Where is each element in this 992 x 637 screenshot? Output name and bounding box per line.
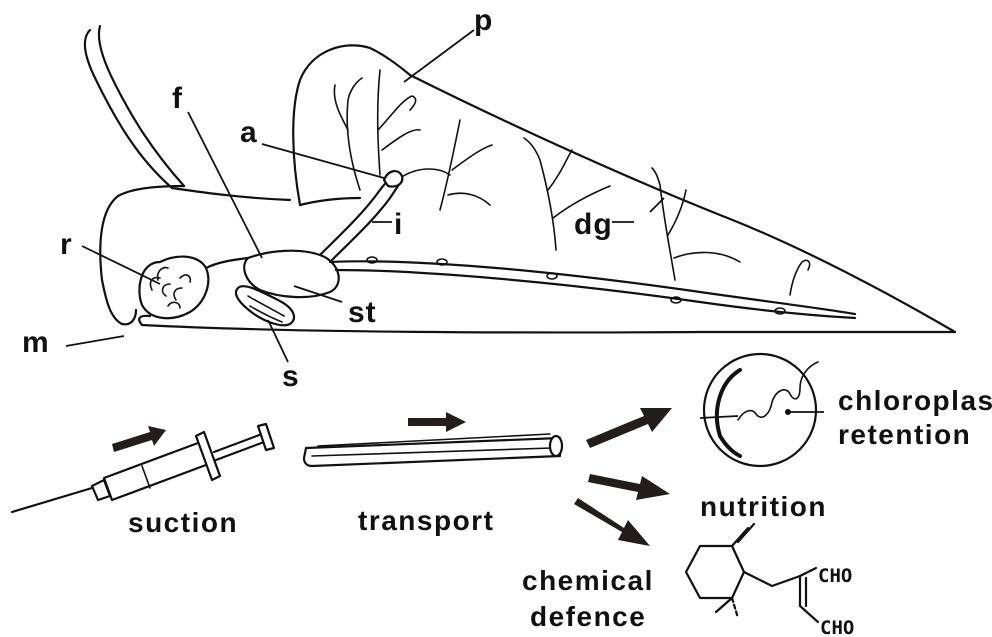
label-st: st — [348, 296, 377, 329]
molecule-structure-icon — [686, 524, 818, 622]
radula-icon — [150, 268, 190, 308]
molecule-cho-bottom: CHO — [820, 617, 854, 637]
caption-nutrition: nutrition — [700, 491, 827, 522]
molecule-cho-top: CHO — [818, 565, 852, 587]
arrow-icon — [588, 474, 670, 500]
arrow-icon — [586, 408, 672, 448]
caption-defence: defence — [530, 601, 646, 632]
caption-transport: transport — [358, 505, 494, 536]
caption-suction: suction — [128, 507, 238, 538]
tube-icon — [304, 434, 562, 466]
caption-chemical: chemical — [522, 565, 654, 596]
caption-retention: retention — [838, 419, 971, 450]
label-f: f — [172, 82, 183, 115]
label-m: m — [22, 326, 50, 359]
arrow-icon — [408, 412, 466, 432]
label-s: s — [282, 360, 300, 393]
label-a: a — [240, 116, 258, 149]
chloroplast-cell-icon — [700, 354, 824, 466]
label-dg: dg — [574, 208, 613, 241]
arrow-icon — [574, 498, 650, 546]
label-i: i — [394, 208, 403, 241]
caption-chloroplast: chloroplast — [838, 385, 992, 416]
label-r: r — [60, 228, 73, 261]
arrow-icon — [112, 426, 166, 452]
label-p: p — [474, 4, 493, 37]
slug-body — [85, 26, 955, 332]
